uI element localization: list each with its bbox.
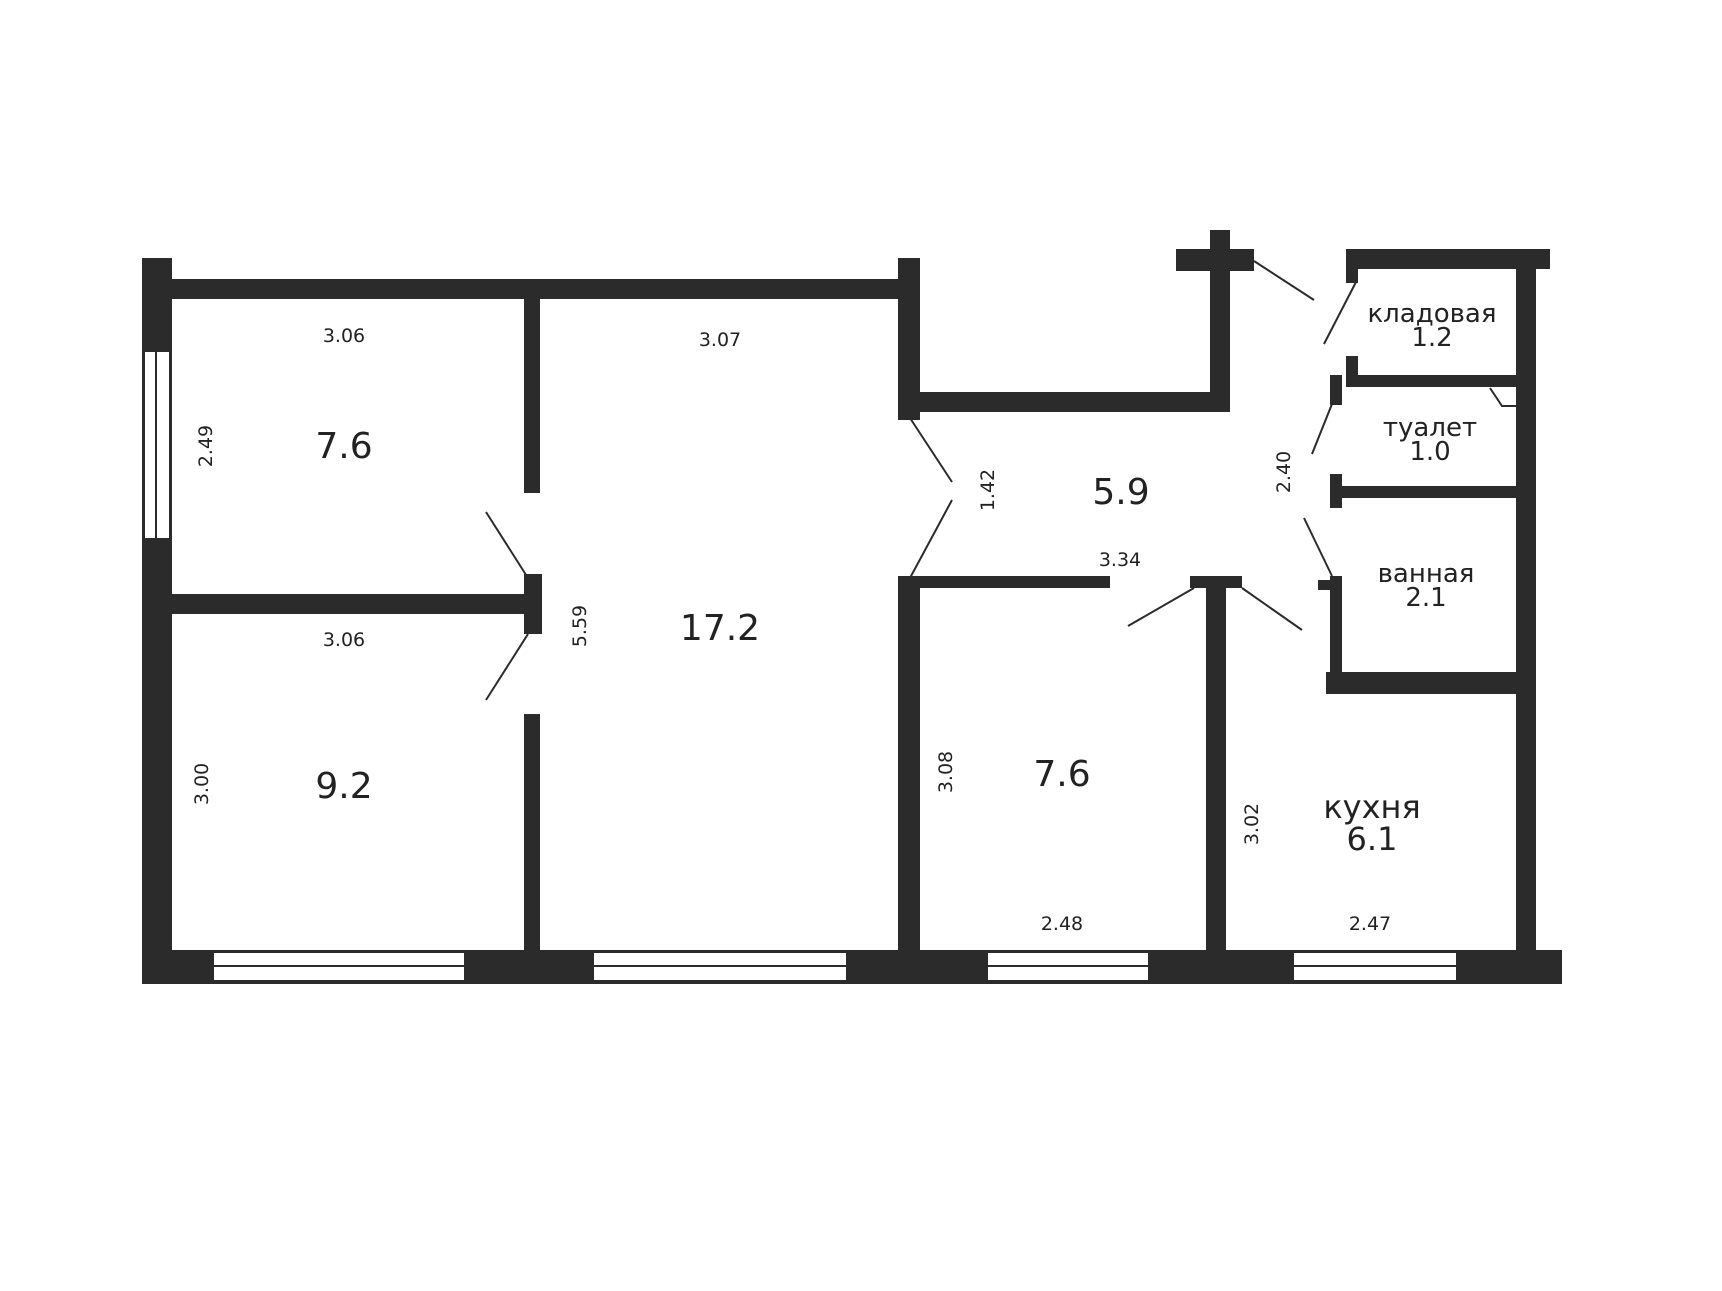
hallway-area: 5.9 <box>1092 472 1149 513</box>
windows <box>143 352 1456 982</box>
door-kitchen <box>1241 587 1303 631</box>
wall-top-left <box>142 279 916 299</box>
toilet-fixture <box>1489 387 1518 407</box>
wall-hall-right-cap <box>1176 249 1254 271</box>
wall-bath-left <box>1330 576 1342 680</box>
wall-left-room-divider <box>172 594 534 614</box>
doors <box>485 260 1518 701</box>
door-toilet <box>1311 403 1333 455</box>
dim-bottom-left-width: 3.06 <box>323 629 365 651</box>
wall-storage-left-low <box>1346 356 1358 384</box>
toilet-name: туалет <box>1383 413 1477 443</box>
door-bottom-left-room <box>485 633 529 701</box>
wall-storage-top <box>1346 249 1550 269</box>
dim-kitchen-width: 2.47 <box>1349 913 1391 935</box>
kitchen-name: кухня <box>1323 788 1420 826</box>
toilet-area: 1.0 <box>1409 437 1450 467</box>
bathroom-area: 2.1 <box>1405 583 1446 613</box>
living-room-area: 17.2 <box>680 608 760 649</box>
wall-storage-bottom <box>1346 375 1526 387</box>
door-living-to-hall-upper <box>909 417 953 483</box>
dim-bottom-left-height: 3.00 <box>191 763 213 805</box>
wall-bath-bottom <box>1326 672 1526 694</box>
dim-living-height: 5.59 <box>569 605 591 647</box>
dim-living-width: 3.07 <box>699 329 741 351</box>
wall-hall-right-stub <box>1210 230 1230 412</box>
dim-hall-length: 3.34 <box>1099 549 1141 571</box>
door-living-to-hall-lower <box>909 499 953 579</box>
room-top-left-area: 7.6 <box>315 426 372 467</box>
dim-top-left-width: 3.06 <box>323 325 365 347</box>
wall-middle-left <box>898 576 920 952</box>
door-top-left-room <box>485 511 529 579</box>
wall-bath-left-tick <box>1318 580 1342 590</box>
wall-hall-left-cap <box>898 392 920 420</box>
wall-right <box>1516 258 1536 970</box>
wall-living-left-mid <box>524 574 542 634</box>
dim-top-left-height: 2.49 <box>195 425 217 467</box>
kitchen-area: 6.1 <box>1347 820 1398 858</box>
wall-hall-top <box>898 392 1230 412</box>
room-labels: 7.6 9.2 17.2 5.9 7.6 кладовая 1.2 туалет… <box>315 299 1496 858</box>
door-middle-room <box>1127 587 1195 627</box>
room-middle-bottom-area: 7.6 <box>1033 754 1090 795</box>
storage-name: кладовая <box>1367 299 1496 329</box>
wall-storage-left <box>1346 249 1358 283</box>
wall-living-right-upper <box>898 258 920 420</box>
dim-hall-height: 2.40 <box>1273 451 1295 493</box>
wall-kitchen-left <box>1206 576 1226 952</box>
dim-kitchen-height: 3.02 <box>1241 803 1263 845</box>
dim-hall-width: 1.42 <box>977 469 999 511</box>
dim-middle-room-width: 2.48 <box>1041 913 1083 935</box>
wall-toilet-bottom <box>1330 486 1526 498</box>
wall-middle-top <box>898 576 1110 588</box>
dimension-labels: 3.06 2.49 3.06 3.00 3.07 5.59 1.42 2.40 … <box>191 325 1391 935</box>
room-bottom-left-area: 9.2 <box>315 766 372 807</box>
door-entrance <box>1253 260 1315 301</box>
wall-living-left-lower <box>524 714 540 952</box>
door-storage <box>1323 281 1357 345</box>
wall-living-left-upper <box>524 299 540 493</box>
wall-kitchen-left-cap <box>1190 576 1242 588</box>
storage-area: 1.2 <box>1411 323 1452 353</box>
wall-toilet-left <box>1330 375 1342 405</box>
wall-toilet-left-low <box>1330 474 1342 508</box>
dim-middle-room-height: 3.08 <box>935 751 957 793</box>
door-bathroom <box>1303 517 1333 577</box>
bathroom-name: ванная <box>1378 559 1475 589</box>
